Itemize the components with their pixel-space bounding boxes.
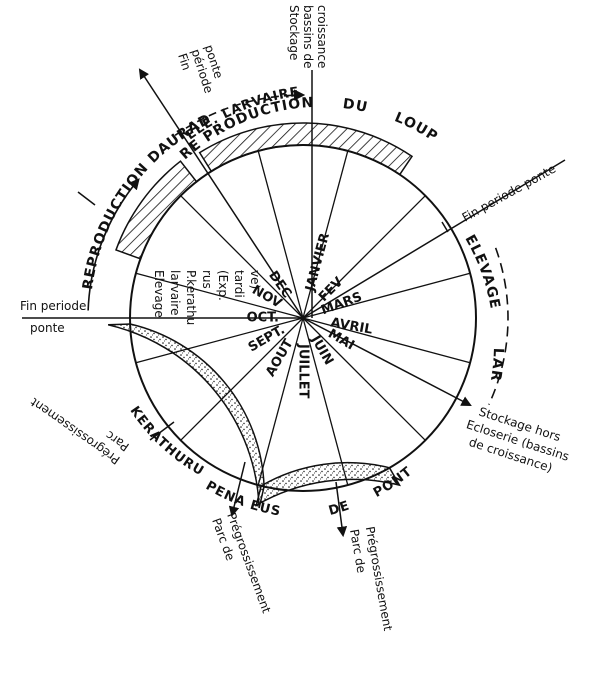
fin-ponte-top-arrow xyxy=(138,68,304,319)
annotation-fin-ponte-right: Fin periode ponte xyxy=(460,162,558,225)
annotation-parc-right: Parc de Prégrossissement xyxy=(347,525,395,635)
svg-text:Parc de Prégrossissement: Parc de Prégrossissement xyxy=(347,525,395,635)
svg-text:Parc de Prégrossissement: Parc de Prégrossissement xyxy=(209,511,273,621)
month-divider xyxy=(302,150,349,319)
month-divider xyxy=(135,272,304,319)
month-divider xyxy=(257,150,304,319)
month-divider xyxy=(135,317,304,364)
fin-ponte-right-line xyxy=(302,159,566,319)
annotation-parc-left: Parc Prégrossissement xyxy=(28,382,132,467)
annotation-fin-ponte-left: Fin periode ponte xyxy=(20,299,90,335)
parc-left-tick xyxy=(149,421,175,441)
svg-text:Fin période ponte: Fin période ponte xyxy=(175,43,230,103)
stockage-right-arrow xyxy=(302,317,472,406)
daurade-end-tick xyxy=(77,191,96,206)
month-label: AVRIL xyxy=(329,315,373,337)
svg-text:Elevage larvaire P: Elevage larvaire P.kerathu rus (Exp. tar… xyxy=(152,270,262,329)
svg-text:Parc Prégrossissement: Parc Prégrossissement xyxy=(28,382,132,467)
leader-lines xyxy=(22,68,566,538)
month-divider xyxy=(180,195,304,319)
elevage-right-arc xyxy=(488,247,509,405)
band-reproduction-daurade xyxy=(115,160,198,260)
month-divider xyxy=(302,317,426,441)
month-labels: JANVIERFEVMARSAVRILMAIJUINJUILLETAOUTSEP… xyxy=(246,231,374,398)
month-divider xyxy=(302,317,471,364)
parc-mid-arrow xyxy=(228,461,246,518)
month-divider xyxy=(180,317,304,441)
annotation-parc-mid: Parc de Prégrossissement xyxy=(209,511,273,621)
band-reproduction-loup xyxy=(198,122,414,176)
svg-text:Stockage bassins de: Stockage bassins de croissance xyxy=(287,5,329,72)
parc-right-arrow xyxy=(335,481,348,538)
daurade-arc xyxy=(87,178,140,311)
inner-note: Elevage larvaire P.kerathu rus (Exp. tar… xyxy=(152,270,262,329)
month-divider xyxy=(302,317,349,486)
month-divider xyxy=(302,195,426,319)
loup-end-tick xyxy=(441,221,449,233)
svg-text:Fin periode ponte: Fin periode ponte xyxy=(20,299,90,335)
month-divider xyxy=(302,272,471,319)
annotation-stockage-right: Stockage hors Ecloserie (bassins de croi… xyxy=(460,402,580,480)
month-label: JUILLET xyxy=(296,343,311,399)
elevage-top-arc xyxy=(174,89,306,136)
band-ponte xyxy=(255,461,402,507)
annotation-fin-ponte-top: Fin période ponte xyxy=(175,43,230,103)
annotation-stockage-top: Stockage bassins de croissance xyxy=(287,5,329,72)
activity-bands xyxy=(107,122,414,509)
month-dividers xyxy=(135,150,471,486)
month-divider xyxy=(257,317,304,486)
dashed-period-arcs xyxy=(87,89,509,405)
month-label: OCT. xyxy=(247,311,279,326)
svg-text:Stockage hors Ecloserie: Stockage hors Ecloserie (bassins de croi… xyxy=(460,402,580,480)
